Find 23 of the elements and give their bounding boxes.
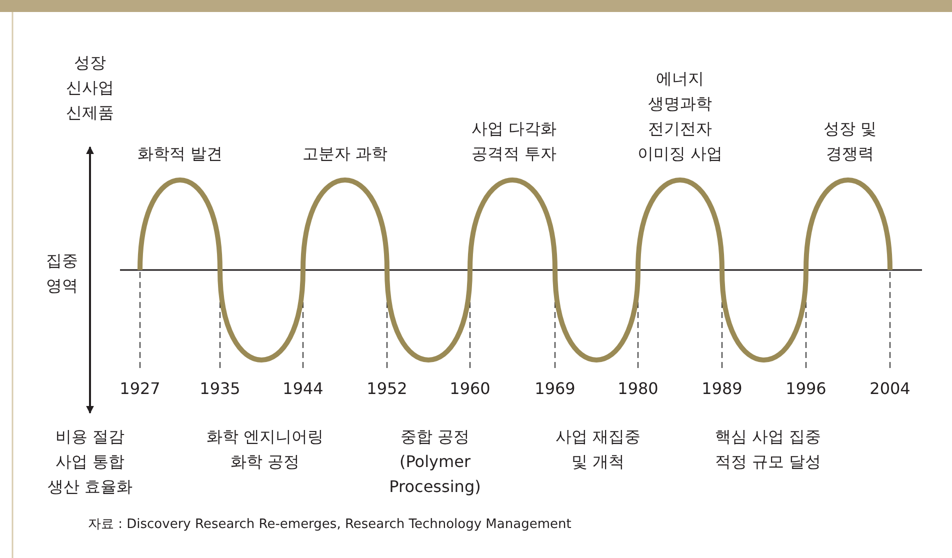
year-label: 1944	[282, 378, 324, 400]
milestone-label: 화학적 발견	[137, 143, 223, 165]
year-label: 1969	[534, 378, 576, 400]
year-label: 2004	[870, 378, 910, 400]
milestone-label: 사업 다각화 공격적 투자	[471, 118, 557, 165]
year-label: 1996	[786, 378, 826, 400]
year-label: 1927	[120, 378, 160, 400]
milestone-label: 성장 및 경쟁력	[823, 118, 877, 165]
year-label: 1952	[366, 378, 408, 400]
year-label: 1960	[450, 378, 490, 400]
era-label: 화학 엔지니어링 화학 공정	[206, 426, 324, 473]
axis-label: 성장 신사업 신제품	[66, 52, 114, 124]
milestone-label: 고분자 과학	[302, 143, 388, 165]
era-label: 핵심 사업 집중 적정 규모 달성	[714, 426, 822, 473]
axis-label: 비용 절감 사업 통합 생산 효율화	[47, 426, 133, 498]
year-label: 1980	[618, 378, 658, 400]
year-label: 1989	[702, 378, 742, 400]
era-label: 사업 재집중 및 개척	[555, 426, 641, 473]
caption: 자료 : Discovery Research Re-emerges, Research Technology Management	[88, 516, 572, 534]
axis-label: 집중 영역	[46, 250, 78, 297]
milestone-label: 에너지 생명과학 전기전자 이미징 사업	[637, 68, 723, 165]
era-label: 중합 공정 (Polymer Processing)	[389, 426, 481, 498]
year-label: 1935	[200, 378, 240, 400]
